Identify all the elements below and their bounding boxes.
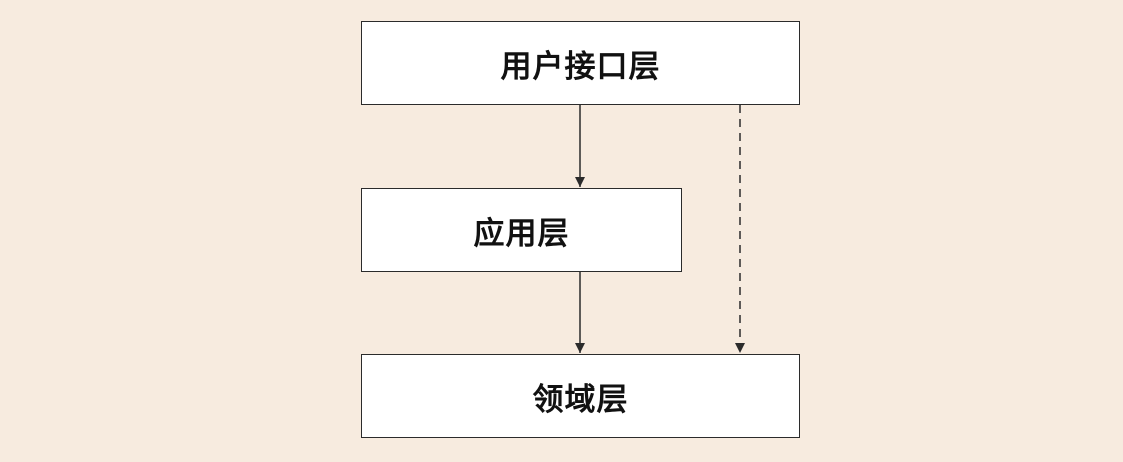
domain-layer-label: 领域层 (532, 381, 629, 418)
user-interface-layer-label: 用户接口层 (500, 48, 661, 85)
application-layer-box: 应用层 (361, 188, 682, 272)
application-layer-label: 应用层 (473, 215, 570, 252)
domain-layer-box: 领域层 (361, 354, 800, 438)
user-interface-layer-box: 用户接口层 (361, 21, 800, 105)
